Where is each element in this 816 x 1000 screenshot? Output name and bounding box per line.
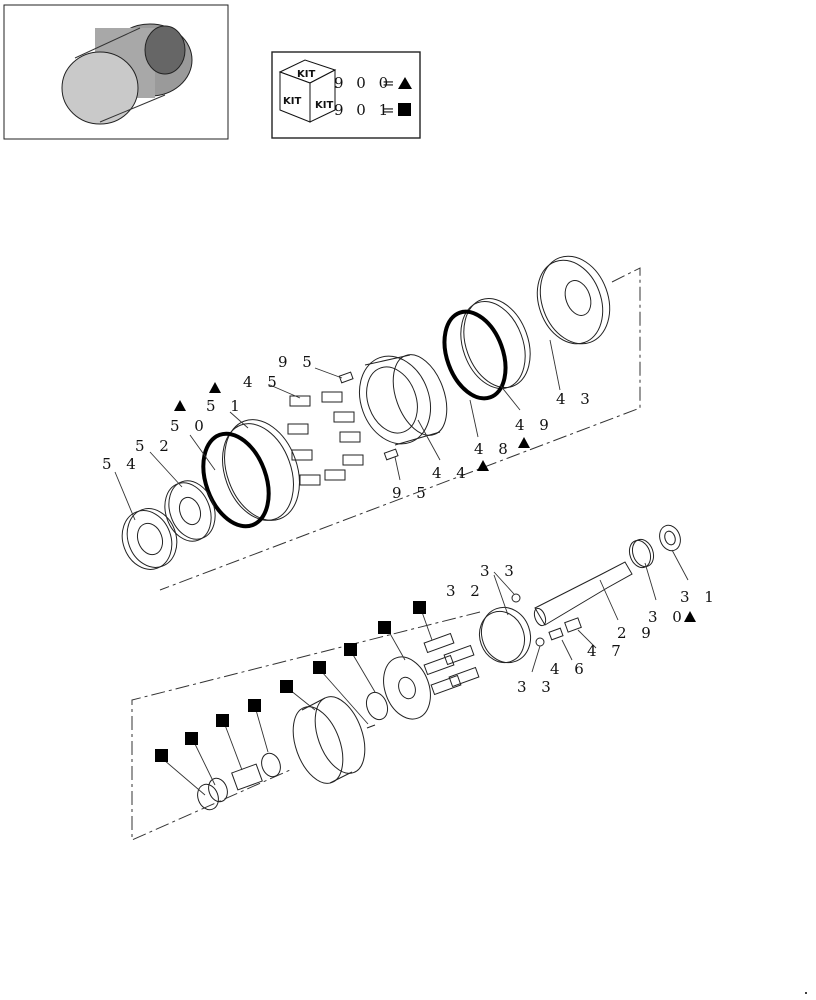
- leader-lines: [114, 339, 689, 796]
- callout-33-lower: 3 3: [517, 678, 556, 696]
- callout-32: 3 2: [446, 582, 485, 600]
- square-icon-5: [280, 680, 293, 693]
- callout-52: 5 2: [135, 437, 174, 455]
- callout-47: 4 7: [587, 642, 626, 660]
- callouts: 4 3 4 9 4 8 4 4 9 5 9 5 4 5 5 1 5 0 5 2 …: [102, 353, 719, 696]
- callout-95-upper: 9 5: [278, 353, 317, 371]
- square-icon-1: [413, 601, 426, 614]
- callout-45: 4 5: [243, 373, 282, 391]
- part-33-ball-lower[interactable]: [535, 637, 545, 647]
- pin[interactable]: [366, 724, 376, 729]
- part-50-o-ring[interactable]: [191, 425, 280, 536]
- part-44-piston[interactable]: [348, 346, 457, 454]
- kit-box-icon: KIT KIT KIT: [278, 59, 337, 123]
- corner-dot: [805, 992, 807, 994]
- part-43-plate[interactable]: [526, 246, 621, 353]
- upper-assembly-boundary: [159, 267, 641, 591]
- callout-30: 3 0: [648, 608, 687, 626]
- triangle-icon-49: [518, 437, 530, 448]
- kit-900-code: 9 0 0: [334, 74, 392, 92]
- seat[interactable]: [205, 776, 230, 805]
- assembly-thumbnail[interactable]: [3, 4, 229, 140]
- part-48-o-ring[interactable]: [433, 303, 516, 407]
- square-icon-7: [216, 714, 229, 727]
- part-95-pin-upper[interactable]: [338, 371, 354, 384]
- part-46-piston[interactable]: [548, 627, 564, 641]
- square-icon-9: [155, 749, 168, 762]
- callout-31: 3 1: [680, 588, 719, 606]
- triangle-icon-51: [209, 382, 221, 393]
- part-32-swash-plate[interactable]: [472, 600, 538, 669]
- kit-900-triangle-icon: [398, 77, 412, 89]
- callout-51: 5 1: [206, 397, 245, 415]
- kit-901-square-icon: [398, 103, 411, 116]
- callout-54: 5 4: [102, 455, 141, 473]
- callout-44: 4 4: [432, 464, 471, 482]
- part-51-ring[interactable]: [210, 409, 313, 531]
- square-icon-4: [313, 661, 326, 674]
- callout-43: 4 3: [556, 390, 595, 408]
- lower-assembly-boundary: [131, 611, 481, 841]
- motor-thumbnail-image: [61, 23, 193, 125]
- kit-901-markers: [155, 601, 426, 762]
- callout-95-lower: 9 5: [392, 484, 431, 502]
- callout-46: 4 6: [550, 660, 589, 678]
- callout-33-upper: 3 3: [480, 562, 519, 580]
- svg-text:=: =: [382, 101, 399, 119]
- part-29-shaft[interactable]: [532, 561, 633, 627]
- part-95-pin-lower[interactable]: [383, 448, 399, 461]
- callout-29: 2 9: [617, 624, 656, 642]
- snap-ring[interactable]: [194, 781, 222, 812]
- part-54-bearing[interactable]: [114, 502, 185, 577]
- kit-label-left: KIT: [283, 96, 301, 107]
- part-31-shim[interactable]: [656, 522, 684, 553]
- cylinder-block[interactable]: [284, 690, 375, 790]
- retainer-plate[interactable]: [375, 650, 438, 725]
- ball-guide[interactable]: [363, 689, 391, 722]
- part-49-ring[interactable]: [449, 289, 541, 397]
- square-icon-6: [248, 699, 261, 712]
- svg-text:=: =: [382, 74, 399, 92]
- kit-label-top: KIT: [297, 69, 315, 80]
- spring[interactable]: [231, 763, 263, 791]
- part-33-ball-upper[interactable]: [511, 593, 521, 603]
- part-47-spring[interactable]: [564, 617, 582, 633]
- kit-901-code: 9 0 1: [334, 101, 392, 119]
- callout-49: 4 9: [515, 416, 554, 434]
- part-52-bearing[interactable]: [157, 474, 223, 547]
- square-icon-2: [378, 621, 391, 634]
- pistons-set[interactable]: [423, 632, 480, 696]
- callout-48: 4 8: [474, 440, 513, 458]
- triangle-icon-48: [477, 460, 489, 471]
- triangle-icon-50: [174, 400, 186, 411]
- kit-900-markers: [174, 382, 696, 622]
- washer[interactable]: [258, 751, 283, 780]
- triangle-icon-30: [684, 611, 696, 622]
- kit-label-right: KIT: [315, 100, 333, 111]
- callout-50: 5 0: [170, 417, 209, 435]
- square-icon-8: [185, 732, 198, 745]
- kit-legend: KIT KIT KIT 9 0 0 = 9 0 1 =: [271, 51, 421, 139]
- part-45-springs[interactable]: [287, 391, 364, 486]
- square-icon-3: [344, 643, 357, 656]
- part-30-bearing[interactable]: [626, 536, 657, 570]
